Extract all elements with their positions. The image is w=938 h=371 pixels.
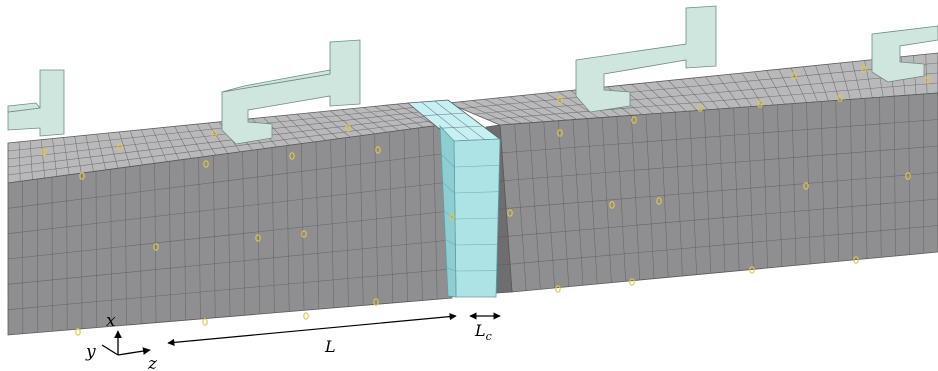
node-marker-icon <box>373 298 379 306</box>
node-marker-icon <box>609 201 615 209</box>
node-marker-icon <box>79 172 85 180</box>
axis-triad-icon: x y z <box>85 311 158 371</box>
double-arrow-icon <box>167 313 457 346</box>
node-marker-icon <box>557 129 563 137</box>
node-marker-icon <box>255 234 261 242</box>
node-marker-icon <box>449 213 455 221</box>
node-marker-icon <box>117 143 123 151</box>
hook-right-1 <box>575 5 717 113</box>
node-marker-icon <box>837 94 843 102</box>
node-marker-icon <box>697 104 703 112</box>
node-marker-icon <box>202 318 208 326</box>
node-marker-icon <box>211 130 217 138</box>
node-marker-icon <box>656 197 662 205</box>
node-marker-icon <box>631 116 637 124</box>
node-marker-icon <box>345 124 351 132</box>
node-marker-icon <box>301 230 307 238</box>
gap-length-subscript: c <box>486 330 492 343</box>
node-marker-icon <box>629 278 635 286</box>
node-marker-icon <box>803 182 809 190</box>
length-label: L <box>324 337 336 356</box>
node-marker-icon <box>853 256 859 264</box>
right-beam-top <box>447 52 938 126</box>
hook-left-edge-top <box>7 102 41 113</box>
length-dimension: L <box>167 313 457 356</box>
node-marker-icon <box>791 72 797 80</box>
node-marker-icon <box>749 266 755 274</box>
hook-left <box>221 39 361 145</box>
hook-left-top <box>221 69 331 93</box>
node-marker-icon <box>507 209 513 217</box>
node-marker-icon <box>303 312 309 320</box>
hook-right-2 <box>871 25 938 83</box>
node-marker-icon <box>203 160 209 168</box>
hook-left-edge <box>7 69 65 137</box>
node-marker-icon <box>41 148 47 156</box>
right-beam-front <box>499 92 938 293</box>
axis-x-label: x <box>106 311 116 331</box>
node-marker-icon <box>557 96 563 104</box>
axis-z-label: z <box>147 354 158 371</box>
node-marker-icon <box>757 100 763 108</box>
gap-dimension: Lc <box>469 312 501 343</box>
node-marker-icon <box>153 243 159 251</box>
node-marker-icon <box>925 76 931 84</box>
node-marker-icon <box>75 328 81 336</box>
gap-length-label: Lc <box>474 321 492 343</box>
node-marker-icon <box>375 146 381 154</box>
node-marker-icon <box>861 65 867 73</box>
mesh-layer <box>7 5 938 336</box>
node-marker-icon <box>555 285 561 293</box>
axis-y-label: y <box>85 342 96 362</box>
node-marker-icon <box>905 172 911 180</box>
node-marker-icon <box>289 152 295 160</box>
